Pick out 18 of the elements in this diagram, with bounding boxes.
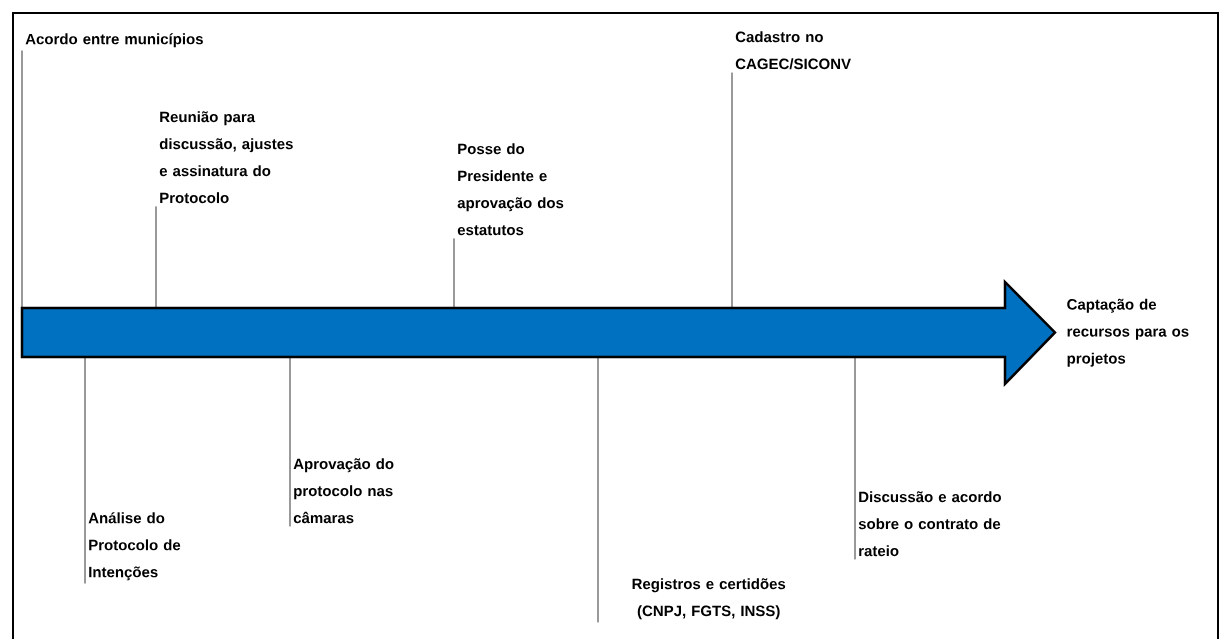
leader-line [597, 357, 599, 623]
leader-line [21, 50, 23, 309]
leader-line [155, 206, 157, 309]
leader-line [854, 357, 856, 560]
leader-line [84, 357, 86, 584]
timeline-label: Discussão e acordo sobre o contrato de rateio [858, 491, 1001, 557]
timeline-label: Cadastro no CAGEC/SICONV [735, 31, 851, 70]
timeline-label: Reunião para discussão, ajustes e assinatura do Protocolo [159, 111, 293, 204]
timeline-arrow [20, 278, 1057, 388]
timeline-label: Aprovação do protocolo nas câmaras [293, 458, 394, 524]
leader-line [289, 357, 291, 527]
leader-line [453, 238, 455, 309]
timeline-label: Posse do Presidente e aprovação dos estatutos [457, 143, 564, 236]
timeline-label: Registros e certidões (CNPJ, FGTS, INSS) [632, 578, 786, 620]
timeline-label: Análise do Protocolo de Intenções [88, 512, 181, 581]
timeline-label: Acordo entre municípios [25, 33, 203, 48]
leader-line [731, 72, 733, 309]
end-label: Captação de recursos para os projetos [1067, 298, 1189, 367]
